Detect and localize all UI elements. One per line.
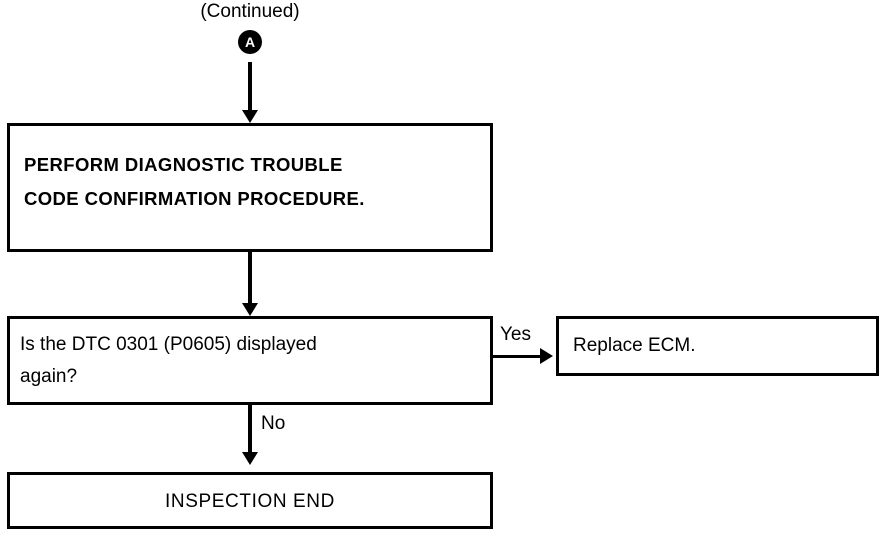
arrowhead-no [242, 452, 258, 465]
replace-ecm-box: Replace ECM. [556, 316, 879, 376]
inspection-end-box: INSPECTION END [7, 472, 493, 529]
edge-label-yes: Yes [500, 324, 531, 345]
connector-line-no [248, 405, 252, 457]
connector-line-yes [493, 355, 548, 358]
inspection-end-box-text: INSPECTION END [165, 491, 335, 512]
edge-label-no: No [261, 413, 286, 434]
procedure-box: PERFORM DIAGNOSTIC TROUBLE CODE CONFIRMA… [7, 123, 493, 252]
decision-box: Is the DTC 0301 (P0605) displayed again? [7, 316, 493, 405]
connector-line-a-to-procedure [248, 62, 252, 112]
continued-label: (Continued) [200, 1, 300, 22]
procedure-box-text: PERFORM DIAGNOSTIC TROUBLE CODE CONFIRMA… [24, 154, 365, 209]
connector-a-icon: A [238, 30, 262, 54]
arrowhead-yes [540, 348, 553, 364]
connector-line-procedure-to-decision [248, 252, 252, 304]
decision-box-text: Is the DTC 0301 (P0605) displayed again? [20, 334, 317, 387]
arrowhead-a-to-procedure [242, 110, 258, 123]
replace-ecm-box-text: Replace ECM. [573, 335, 696, 356]
arrowhead-procedure-to-decision [242, 303, 258, 316]
